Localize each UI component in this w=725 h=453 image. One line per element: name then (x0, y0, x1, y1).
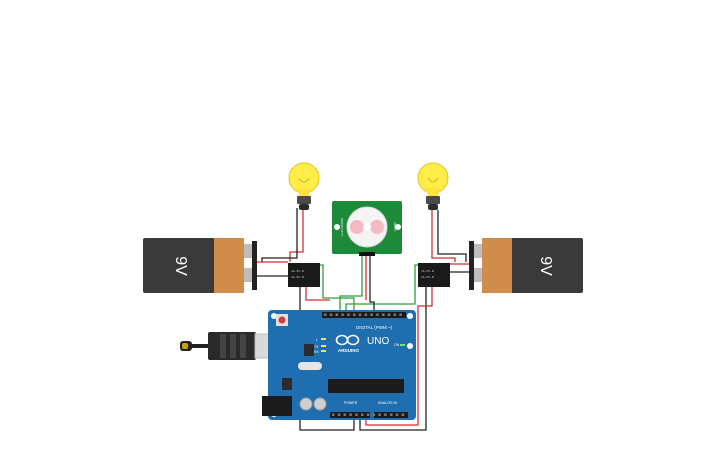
wire-right-relay-black (359, 287, 427, 431)
battery-right-label: 9V (537, 256, 554, 276)
relay-right-label-1: 1A-5V-N (421, 269, 434, 273)
voltage-regulator (282, 378, 292, 390)
header-pin[interactable] (387, 313, 391, 317)
capacitor (313, 397, 327, 411)
header-pin[interactable] (353, 313, 356, 317)
wire-right-relay-green (345, 264, 420, 312)
header-pin[interactable] (324, 313, 327, 317)
header-pin[interactable] (364, 313, 368, 317)
atmega-chip (328, 379, 404, 393)
header-pin[interactable] (384, 413, 387, 417)
wire-left-bulb-black (261, 208, 298, 262)
relay-left[interactable]: 1A-5V-N 1A-5V-N (288, 263, 320, 287)
usb-chip (304, 344, 314, 356)
arduino-brand: ARDUINO (338, 348, 359, 353)
header-pin[interactable] (395, 413, 399, 417)
wire-left-relay-green (318, 264, 355, 312)
header-pin[interactable] (337, 413, 341, 417)
wire-pir-black (369, 254, 375, 312)
pir-sensor[interactable]: SENSITIVITY DELAY (332, 201, 402, 256)
battery-left[interactable]: 9V (143, 238, 257, 293)
header-pin[interactable] (347, 313, 350, 317)
light-bulb-left[interactable] (288, 162, 320, 210)
header-pin[interactable] (393, 313, 397, 317)
power-jack[interactable] (262, 396, 292, 416)
digital-pins (324, 313, 402, 317)
arduino-logo-icon (335, 334, 360, 346)
header-pin[interactable] (370, 313, 373, 317)
header-pin[interactable] (341, 313, 344, 317)
header-pin[interactable] (335, 313, 339, 317)
relay-left-label-2: 1A-5V-N (291, 275, 304, 279)
battery-left-label: 9V (172, 256, 189, 276)
digital-header[interactable] (322, 312, 406, 318)
oscillator (298, 362, 322, 370)
header-pin[interactable] (355, 413, 358, 417)
on-label: ON (394, 343, 400, 347)
wire-pir-green (339, 254, 363, 312)
relay-right-label-2: 1A-5V-N (421, 275, 434, 279)
analog-header-label: ANALOG IN (378, 401, 398, 405)
light-bulb-right[interactable] (417, 162, 449, 210)
header-pin[interactable] (382, 313, 385, 317)
power-header-label: POWER (344, 401, 358, 405)
header-pin[interactable] (329, 313, 333, 317)
header-pin[interactable] (378, 413, 381, 417)
wire-left-relay-red (305, 287, 330, 301)
capacitor (299, 397, 313, 411)
battery-right[interactable]: 9V (469, 238, 583, 293)
header-pin[interactable] (390, 413, 393, 417)
digital-header-label: DIGITAL (PWM ~) (356, 325, 393, 330)
header-pin[interactable] (349, 413, 352, 417)
relay-left-label-1: 1A-5V-N (291, 269, 304, 273)
header-pin[interactable] (366, 413, 370, 417)
lower-pins (332, 413, 405, 417)
wire-right-relay-red (365, 287, 433, 426)
header-pin[interactable] (332, 413, 335, 417)
l-label: L (316, 338, 318, 342)
header-pin[interactable] (399, 313, 402, 317)
relay-right[interactable]: 1A-5V-N 1A-5V-N (418, 263, 450, 287)
header-pin[interactable] (372, 413, 376, 417)
rx-label: RX (314, 350, 320, 354)
header-pin[interactable] (401, 413, 405, 417)
arduino-uno[interactable]: DIGITAL (PWM ~) ARDUINO UNO L TX RX ON P… (262, 310, 416, 420)
tx-label: TX (314, 345, 319, 349)
wire-right-bulb-black (437, 210, 467, 262)
pir-sensitivity-label: SENSITIVITY (340, 218, 344, 236)
arduino-model: UNO (367, 336, 389, 347)
pir-delay-label: DELAY (393, 222, 397, 232)
header-pin[interactable] (358, 313, 362, 317)
wire-right-bulb-red (431, 210, 456, 262)
header-pin[interactable] (343, 413, 347, 417)
header-pin[interactable] (361, 413, 364, 417)
header-pin[interactable] (376, 313, 379, 317)
